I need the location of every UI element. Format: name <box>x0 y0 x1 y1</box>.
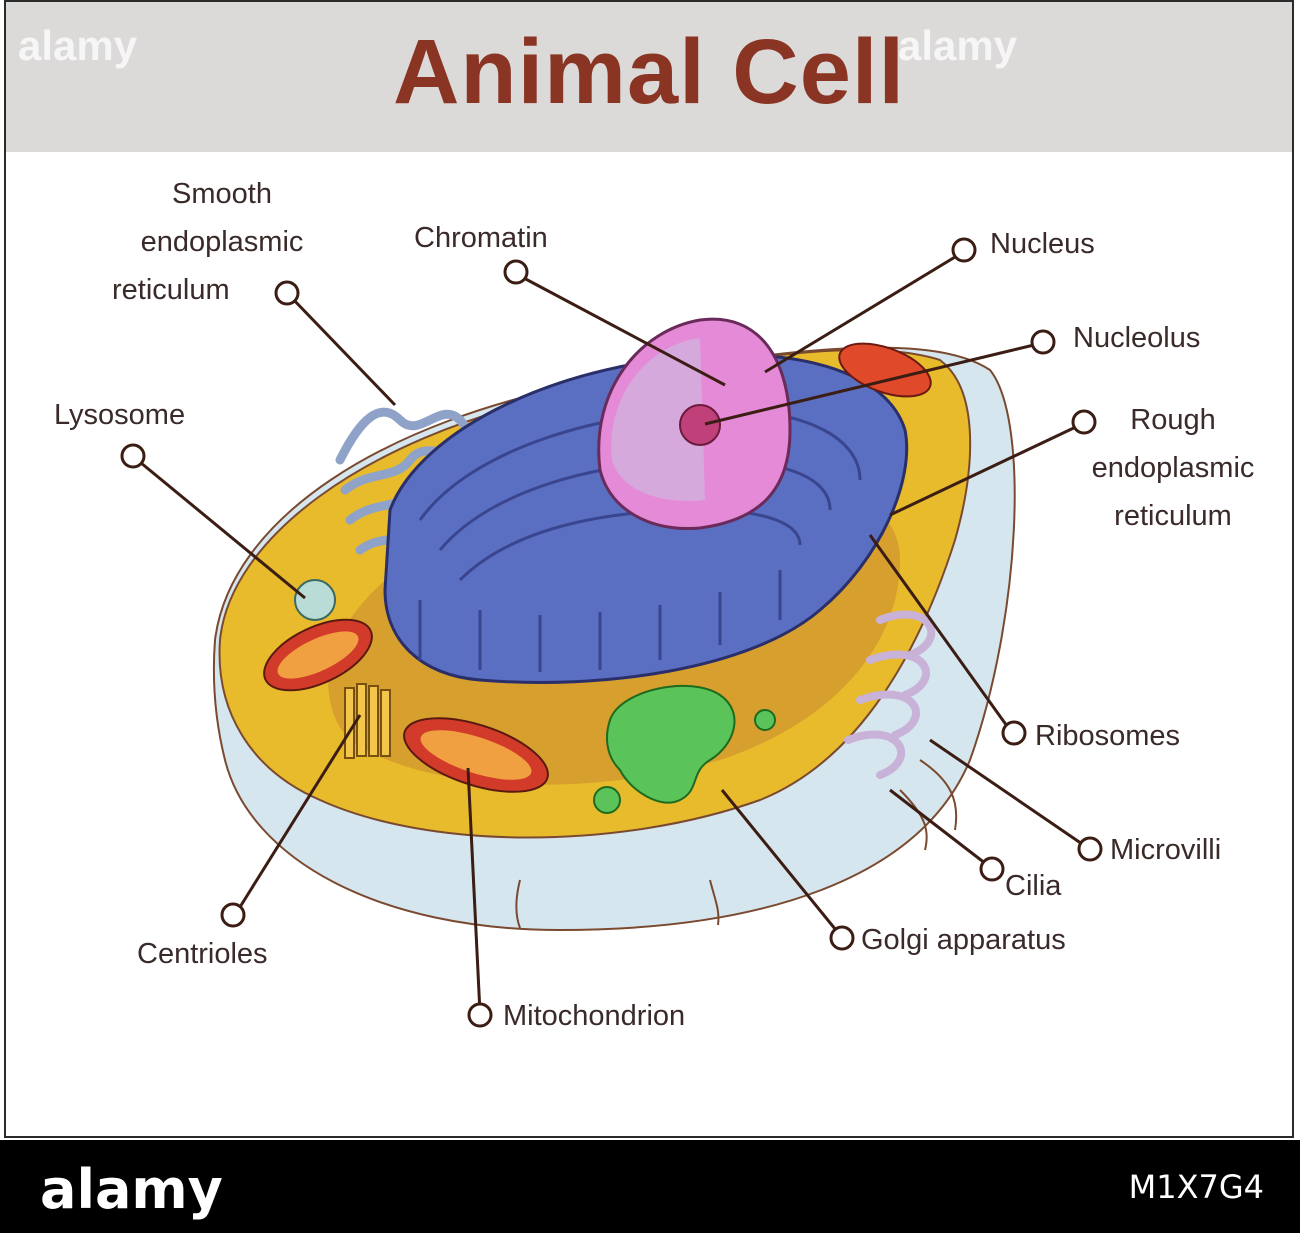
lysosome-shape <box>294 579 336 621</box>
marker-rough-er <box>1071 409 1097 435</box>
marker-ribosomes <box>1001 720 1027 746</box>
diagram-frame: alamy alamy Animal Cell <box>4 0 1294 1138</box>
label-nucleolus: Nucleolus <box>1073 322 1201 354</box>
label-smooth-er-line1: Smooth <box>172 178 272 210</box>
label-centrioles: Centrioles <box>137 938 268 970</box>
label-rough-er-line2: endoplasmic <box>1091 452 1255 484</box>
label-smooth-er-line2: endoplasmic <box>140 226 304 258</box>
marker-microvilli <box>1077 836 1103 862</box>
label-chromatin: Chromatin <box>414 222 548 254</box>
leader-lines <box>134 252 1089 1014</box>
marker-golgi <box>829 925 855 951</box>
footer-logo[interactable]: alamy <box>40 1158 223 1221</box>
cilia-shape <box>515 759 958 929</box>
marker-circles <box>120 237 1103 1028</box>
marker-chromatin <box>503 259 529 285</box>
marker-cilia <box>979 856 1005 882</box>
marker-smooth-er <box>274 280 300 306</box>
page-title: Animal Cell <box>392 21 905 123</box>
footer-bar: alamy M1X7G4 <box>0 1140 1300 1233</box>
label-rough-er: Rough endoplasmic reticulum <box>1066 396 1280 540</box>
label-rough-er-line3: reticulum <box>1114 500 1232 532</box>
label-golgi: Golgi apparatus <box>861 924 1066 956</box>
cell-illustration <box>120 237 1103 1028</box>
label-smooth-er-line3: reticulum <box>112 274 230 306</box>
marker-centrioles <box>220 902 246 928</box>
label-rough-er-line1: Rough <box>1130 404 1216 436</box>
label-cilia: Cilia <box>1005 870 1062 902</box>
microvilli-shape <box>844 610 936 779</box>
label-ribosomes: Ribosomes <box>1035 720 1181 752</box>
label-nucleus: Nucleus <box>990 228 1095 260</box>
label-mitochondrion: Mitochondrion <box>503 1000 686 1032</box>
marker-mitochondrion <box>467 1002 493 1028</box>
nucleolus-shape <box>679 404 721 446</box>
label-lysosome: Lysosome <box>54 399 186 431</box>
marker-nucleolus <box>1030 329 1056 355</box>
image-code: M1X7G4 <box>1128 1168 1264 1206</box>
centrioles-shape <box>344 683 391 759</box>
label-smooth-er: Smooth endoplasmic reticulum <box>112 170 332 314</box>
mitochondrion-shape <box>263 618 549 793</box>
marker-lysosome <box>120 443 146 469</box>
golgi-shape <box>606 684 736 804</box>
label-microvilli: Microvilli <box>1110 834 1222 866</box>
marker-nucleus <box>951 237 977 263</box>
